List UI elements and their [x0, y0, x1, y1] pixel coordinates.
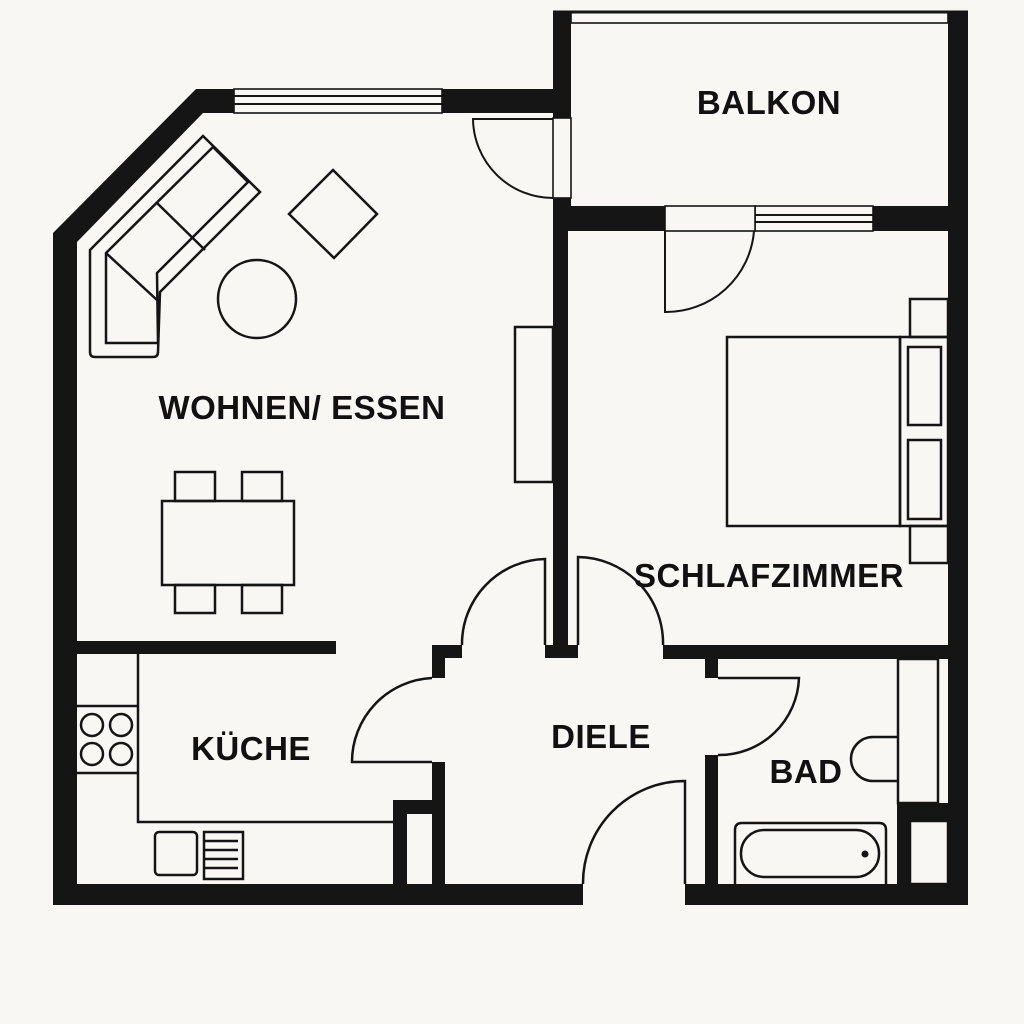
balcony-rail — [570, 11, 949, 24]
door-diele-bath — [717, 676, 801, 757]
door-diele-bedroom — [576, 555, 665, 646]
wall-left — [53, 233, 77, 905]
door-diele-living — [460, 557, 547, 646]
nightstand — [908, 524, 950, 565]
wall-jamb-living — [545, 645, 578, 658]
wall-balcony-bedroom-right — [873, 206, 968, 231]
sofa — [88, 134, 262, 359]
wall-bedroom-bottom — [663, 645, 968, 659]
windows — [233, 10, 968, 232]
walls — [53, 12, 968, 905]
wall-balcony-bedroom — [553, 206, 665, 231]
wall-bottom-left — [53, 884, 583, 905]
wall-diele-left-jamb — [432, 645, 445, 678]
pillow — [906, 438, 943, 521]
bathtub-basin — [739, 828, 881, 879]
bathroom-furniture — [733, 657, 950, 886]
wall-right — [948, 12, 968, 905]
sideboard — [513, 325, 555, 484]
chair — [240, 470, 284, 503]
window-living — [233, 88, 443, 114]
room-label-kueche: KÜCHE — [191, 730, 311, 767]
door-diele-kitchen — [350, 676, 433, 764]
dining-table — [160, 499, 296, 587]
door-entrance — [581, 779, 687, 885]
wall-diele-left-lower — [432, 762, 445, 890]
sink-icon — [153, 830, 245, 881]
room-label-balkon: BALKON — [696, 84, 842, 121]
coffee-table-round — [216, 258, 298, 340]
chair — [173, 583, 217, 615]
wall-closet-left — [393, 800, 407, 890]
kitchen-furniture — [77, 654, 393, 881]
side-table-square — [287, 168, 379, 260]
bath-cabinet — [896, 657, 940, 805]
doors — [350, 118, 801, 885]
bath-closet — [908, 819, 950, 886]
living-furniture — [88, 134, 555, 615]
wall-bath-left-lower — [705, 755, 718, 890]
room-label-diele: DIELE — [551, 718, 651, 755]
kitchen-counter — [136, 654, 393, 824]
door-bedroom-balcony — [664, 230, 755, 314]
bathtub — [733, 821, 888, 884]
bedroom-furniture — [725, 297, 950, 565]
door-opening-bedroom-balcony — [664, 205, 756, 232]
wall-bottom-right — [685, 884, 968, 905]
toilet-icon — [849, 735, 897, 783]
pillow — [906, 345, 943, 427]
wall-top-living — [442, 89, 567, 113]
nightstand — [908, 297, 950, 339]
wall-kitchen-top — [77, 641, 336, 654]
room-label-schlafzimmer: SCHLAFZIMMER — [634, 557, 904, 594]
room-label-wohnen-essen: WOHNEN/ ESSEN — [158, 389, 446, 426]
stove-icon — [79, 712, 134, 767]
drain-icon — [861, 850, 869, 858]
wall-balcony-left — [553, 12, 571, 118]
chair — [240, 583, 284, 615]
double-bed — [725, 335, 902, 528]
wall-bath-left — [705, 655, 718, 678]
door-opening-living-balcony — [552, 117, 572, 199]
window-bedroom — [754, 205, 874, 232]
wall-bath-right-vertical — [897, 803, 909, 890]
wall-living-bedroom — [553, 230, 568, 658]
room-label-bad: BAD — [769, 753, 843, 790]
wall-bath-right — [897, 803, 957, 821]
chair — [173, 470, 217, 503]
door-living-balcony — [471, 118, 554, 199]
